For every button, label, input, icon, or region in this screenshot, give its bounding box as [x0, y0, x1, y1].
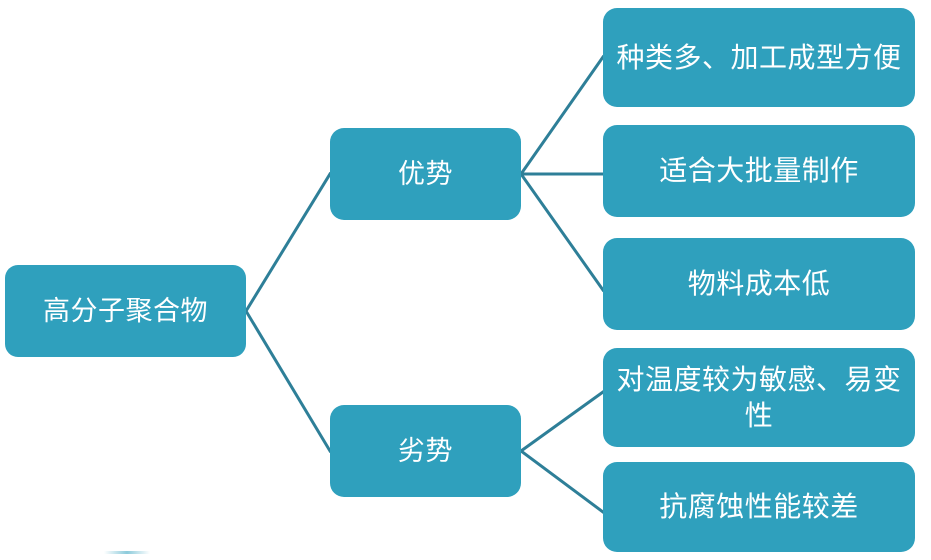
node-root-label: 高分子聚合物 — [43, 295, 208, 326]
node-leaf-temperature-sensitive-label: 对温度较为敏感、易变 性 — [616, 363, 902, 431]
node-leaf-low-material-cost-label: 物料成本低 — [687, 268, 831, 300]
node-leaf-variety-easy-forming[interactable]: 种类多、加工成型方便 — [603, 8, 915, 107]
connector-pros-to-leaf-0 — [518, 54, 606, 177]
node-branch-disadvantages-label: 劣势 — [398, 435, 453, 466]
node-leaf-poor-corrosion-resistance-label: 抗腐蚀性能较差 — [659, 491, 859, 523]
connector-cons-to-leaf-3 — [518, 389, 606, 454]
node-leaf-temperature-sensitive[interactable]: 对温度较为敏感、易变 性 — [603, 348, 915, 447]
node-branch-disadvantages[interactable]: 劣势 — [330, 405, 521, 497]
node-leaf-variety-easy-forming-label: 种类多、加工成型方便 — [616, 41, 902, 73]
node-leaf-mass-production[interactable]: 适合大批量制作 — [603, 125, 915, 217]
connector-root-to-cons — [243, 308, 333, 454]
connector-pros-to-leaf-2 — [518, 171, 606, 293]
node-branch-advantages[interactable]: 优势 — [330, 128, 521, 220]
node-leaf-low-material-cost[interactable]: 物料成本低 — [603, 238, 915, 330]
connector-root-to-pros — [243, 171, 333, 314]
node-root[interactable]: 高分子聚合物 — [5, 265, 246, 357]
scan-artifact — [104, 551, 150, 554]
connector-cons-to-leaf-4 — [518, 448, 606, 515]
node-branch-advantages-label: 优势 — [398, 158, 453, 189]
node-leaf-poor-corrosion-resistance[interactable]: 抗腐蚀性能较差 — [603, 462, 915, 552]
node-leaf-mass-production-label: 适合大批量制作 — [659, 155, 859, 187]
